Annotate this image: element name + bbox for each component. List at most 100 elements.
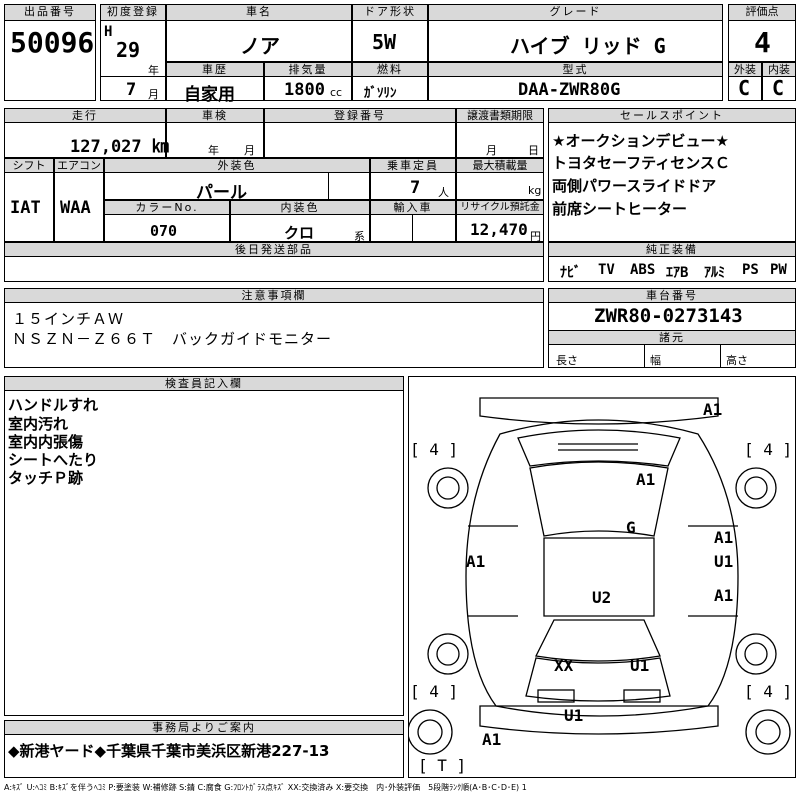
import-label: 輸入車 [370, 200, 456, 215]
inspection-label: 車検 [166, 108, 264, 123]
car-body-diagram [408, 397, 791, 755]
ac: WAA [60, 198, 91, 218]
grade: ハイブ リッド G [510, 34, 666, 58]
equipment-ps: PS [742, 262, 759, 278]
equipment-abs: ABS [630, 262, 656, 278]
exterior-grade: C [738, 76, 751, 100]
capacity-unit: 人 [438, 186, 449, 199]
inspector-line-2: 室内汚れ [8, 415, 69, 433]
color: パール [196, 183, 247, 203]
inspection-month-unit: 月 [244, 144, 255, 157]
tire-label-rear-right: [ 4 ] [744, 682, 793, 701]
lot-number-label: 出品番号 [4, 4, 96, 21]
damage-mark-xx-rear: XX [554, 656, 574, 675]
first-registration-month: 7 [126, 80, 137, 100]
damage-mark-g-windshield: G [626, 518, 636, 537]
inspector-line-4: シートへたり [8, 451, 99, 469]
door-type: 5W [372, 30, 397, 54]
damage-mark-a1-hood: A1 [636, 470, 656, 489]
score: 4 [754, 26, 771, 59]
chassis-number: ZWR80-0273143 [594, 305, 743, 327]
car-name: ノア [240, 34, 280, 58]
history: 自家用 [184, 85, 235, 105]
fuel: ｶﾞｿﾘﾝ [364, 86, 397, 101]
recycle-label: リサイクル預託金 [456, 200, 544, 215]
capacity-label: 乗車定員 [370, 158, 456, 173]
int-color-label: 内装色 [230, 200, 370, 215]
dims-div-1 [644, 345, 645, 368]
inspector-line-1: ハンドルすれ [8, 396, 99, 414]
damage-mark-u2-roof: U2 [592, 588, 612, 607]
dims-label: 諸元 [548, 330, 796, 345]
damage-mark-a1-front: A1 [703, 400, 723, 419]
equipment-tv: TV [598, 262, 615, 278]
chassis-label: 車台番号 [548, 288, 796, 303]
color-label: 外装色 [104, 158, 370, 173]
damage-mark-u1-right-side: U1 [714, 552, 734, 571]
capacity: 7 [410, 178, 421, 198]
lot-number: 50096 [10, 26, 95, 59]
damage-mark-a1-left-side: A1 [466, 552, 486, 571]
first-registration-year: 29 [116, 38, 141, 62]
model: DAA-ZWR80G [518, 80, 621, 100]
history-label: 車歴 [166, 62, 264, 77]
dims-div-2 [720, 345, 721, 368]
tire-label-front-left: [ 4 ] [410, 440, 459, 459]
interior-label: 内装 [762, 62, 796, 77]
inspector-label: 検査員記入欄 [4, 376, 404, 391]
height-label: 高さ [726, 354, 748, 367]
transfer-label: 譲渡書類期限 [456, 108, 544, 123]
damage-mark-a1-right-front: A1 [714, 528, 734, 547]
office-text: ◆新港ヤード◆千葉県千葉市美浜区新港227-13 [8, 742, 330, 760]
inspection-year-unit: 年 [208, 144, 219, 157]
equipment-pw: PW [770, 262, 787, 278]
exterior-label: 外装 [728, 62, 762, 77]
mileage-label: 走行 [4, 108, 166, 123]
model-label: 型式 [428, 62, 723, 77]
office-label: 事務局よりご案内 [4, 720, 404, 735]
int-color-unit: 系 [354, 230, 365, 243]
damage-mark-u1-rear: U1 [630, 656, 650, 675]
month-unit: 月 [148, 88, 159, 101]
notes-line-1: １５インチＡＷ [12, 310, 125, 328]
damage-mark-a1-spare: A1 [482, 730, 502, 749]
damage-mark-u1-rear-bumper: U1 [564, 706, 584, 725]
color-no: 070 [150, 222, 178, 240]
door-label: ドア形状 [352, 4, 428, 21]
equipment-alloy: ｱﾙﾐ [704, 265, 725, 281]
sales-point-3: 両側パワースライドドア [552, 177, 717, 195]
displacement: 1800 [284, 80, 325, 100]
car-name-label: 車名 [166, 4, 352, 21]
color-sub-divider [328, 173, 329, 200]
transfer-month-unit: 月 [486, 144, 497, 157]
sales-point-1: ★オークションデビュー★ [552, 132, 729, 150]
inspector-line-5: タッチＰ跡 [8, 469, 84, 487]
int-color: クロ [284, 224, 315, 242]
grade-label: グレード [428, 4, 723, 21]
equipment-airbag: ｴｱB [666, 265, 689, 281]
plate-label: 登録番号 [264, 108, 456, 123]
recycle-unit: 円 [530, 230, 541, 243]
recycle: 12,470 [470, 220, 528, 239]
first-reg-divider [100, 76, 166, 77]
year-unit: 年 [148, 64, 159, 77]
displacement-unit: cc [330, 86, 343, 99]
later-parts-label: 後日発送部品 [4, 242, 544, 257]
legend: A:ｷｽﾞ U:ﾍｺﾐ B:ｷｽﾞを伴うﾍｺﾐ P:要塗装 W:補修跡 S:錆 … [4, 783, 527, 792]
score-label: 評価点 [728, 4, 796, 21]
length-label: 長さ [556, 354, 578, 367]
sales-point-4: 前席シートヒーター [552, 200, 688, 218]
fuel-label: 燃料 [352, 62, 428, 77]
first-registration-label: 初度登録 [100, 4, 166, 21]
tire-label-spare: [ T ] [418, 756, 467, 775]
ac-label: エアコン [54, 158, 104, 173]
transfer-day-unit: 日 [528, 144, 539, 157]
interior-grade: C [772, 76, 785, 100]
damage-mark-a1-right-rear: A1 [714, 586, 734, 605]
color-no-label: カラーNo. [104, 200, 230, 215]
mileage: 127,027 ㎞ [70, 137, 169, 157]
displacement-label: 排気量 [264, 62, 352, 77]
equipment-navi: ﾅﾋﾞ [560, 265, 581, 281]
load-unit: kg [528, 184, 542, 197]
notes-line-2: ＮＳＺＮ－Ｚ６６Ｔ バックガイドモニター [12, 330, 333, 348]
